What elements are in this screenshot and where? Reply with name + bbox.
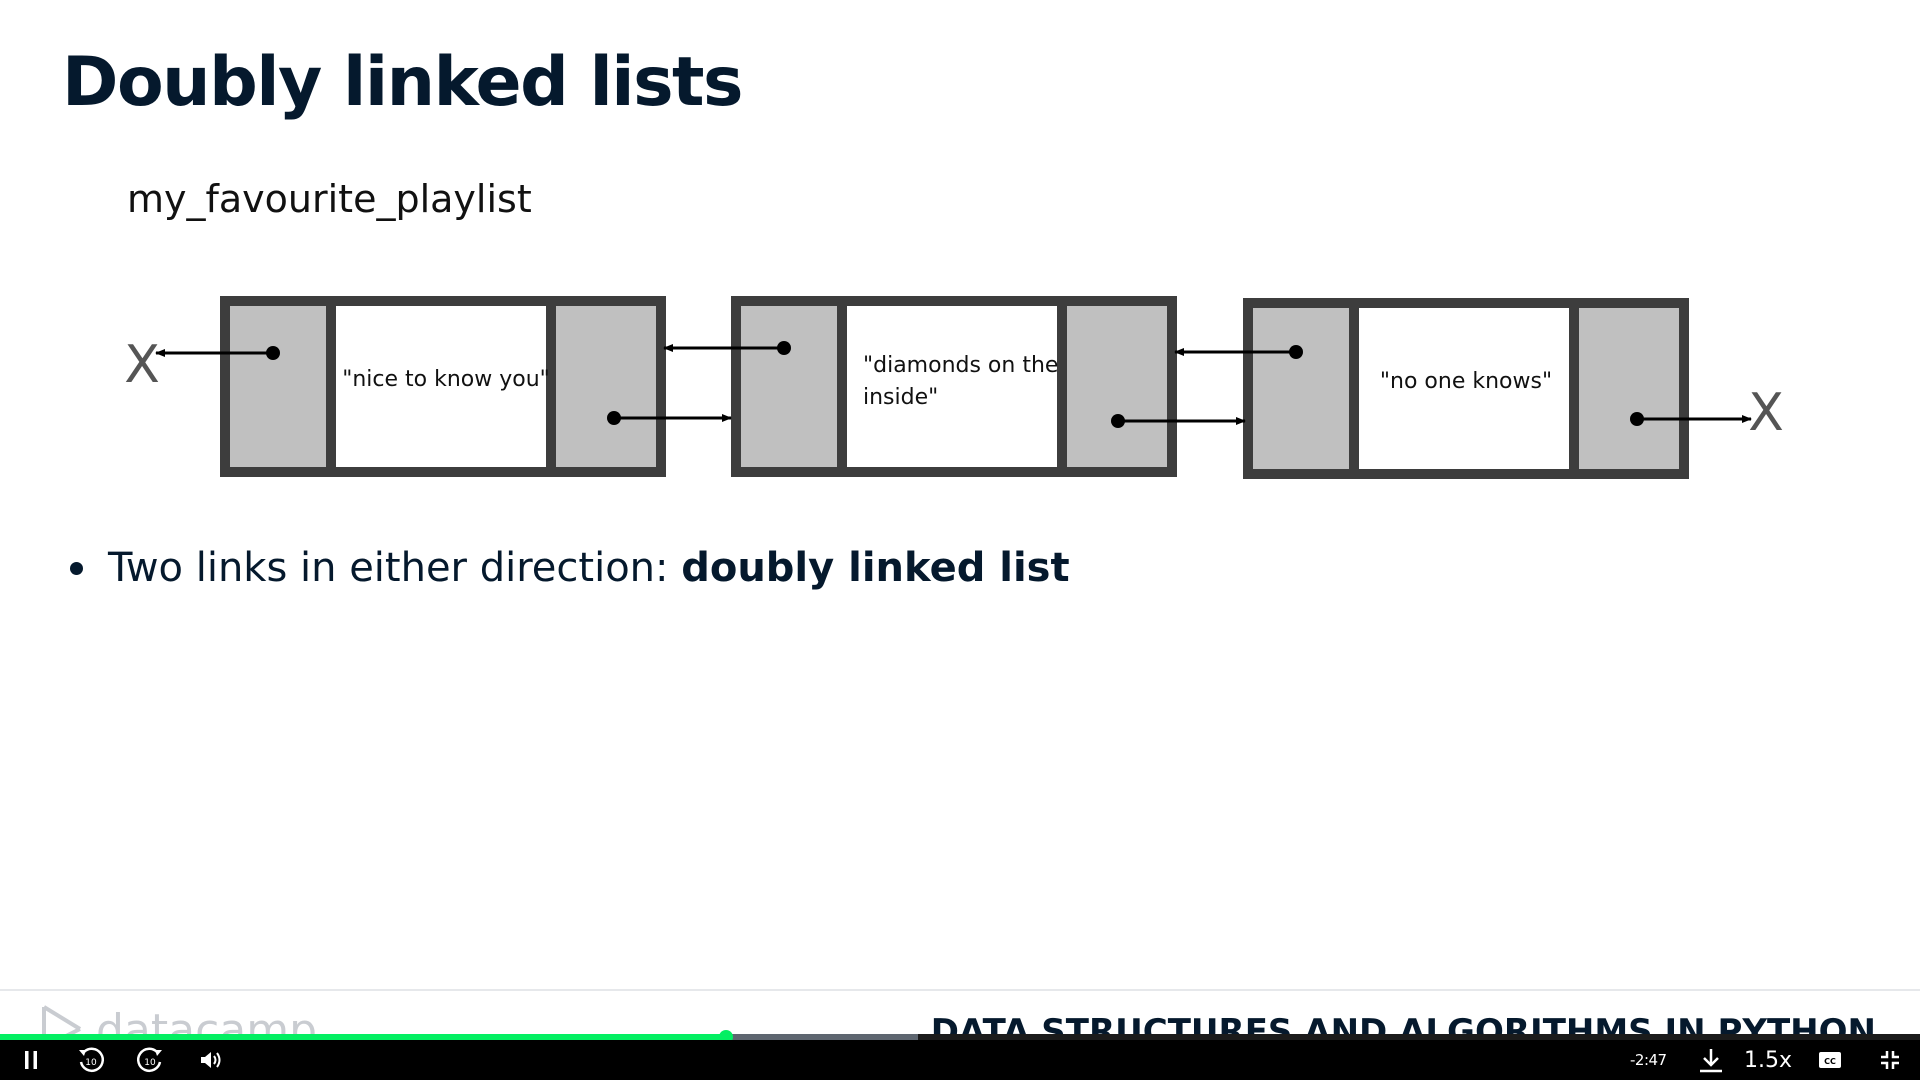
pause-icon xyxy=(25,1051,37,1069)
rewind-10-button[interactable]: 10 xyxy=(74,1040,108,1080)
playback-speed-label: 1.5x xyxy=(1744,1047,1793,1073)
exit-fullscreen-button[interactable] xyxy=(1876,1040,1904,1080)
node-2: "diamonds on the inside" xyxy=(731,296,1177,477)
video-controls-bar: 10 10 -2:47 1.5x CC xyxy=(0,1040,1920,1080)
doubly-linked-list-diagram: my_favourite_playlist "nice to know you"… xyxy=(124,177,1784,479)
volume-icon xyxy=(201,1052,221,1068)
node-1: "nice to know you" xyxy=(220,296,666,477)
bullet-bold-text: doubly linked list xyxy=(681,545,1070,591)
playback-speed-button[interactable]: 1.5x xyxy=(1744,1040,1792,1080)
download-icon xyxy=(1700,1049,1722,1073)
svg-text:CC: CC xyxy=(1824,1057,1836,1066)
datacamp-logo-text: datacamp xyxy=(96,1005,318,1039)
time-remaining: -2:47 xyxy=(1630,1051,1667,1069)
footer-divider xyxy=(0,989,1920,991)
exit-fullscreen-icon xyxy=(1881,1051,1899,1069)
slide-title: Doubly linked lists xyxy=(62,43,744,122)
bullet-text: Two links in either direction: xyxy=(108,545,682,591)
datacamp-logo: datacamp xyxy=(40,1003,317,1039)
bullet-dot xyxy=(70,562,83,575)
list-name-label: my_favourite_playlist xyxy=(127,177,532,221)
bullet-item: Two links in either direction: doubly li… xyxy=(68,540,1070,596)
node-2-value-line1: "diamonds on the xyxy=(863,353,1058,378)
pointer-arrows xyxy=(155,341,1752,428)
rewind-10-icon: 10 xyxy=(79,1047,105,1072)
captions-icon: CC xyxy=(1819,1052,1841,1068)
forward-10-icon: 10 xyxy=(136,1047,162,1072)
download-button[interactable] xyxy=(1696,1040,1726,1080)
node-3: "no one knows" xyxy=(1243,298,1689,479)
bullet-list: Two links in either direction: doubly li… xyxy=(68,540,1070,596)
captions-button[interactable]: CC xyxy=(1816,1040,1844,1080)
null-marker-right: X xyxy=(1748,383,1784,443)
node-1-value: "nice to know you" xyxy=(342,367,550,392)
forward-10-button[interactable]: 10 xyxy=(133,1040,167,1080)
null-marker-left: X xyxy=(124,335,160,395)
pause-button[interactable] xyxy=(16,1040,46,1080)
node-2-value-line2: inside" xyxy=(863,385,938,410)
svg-text:10: 10 xyxy=(85,1058,97,1068)
progress-played xyxy=(0,1034,726,1040)
svg-text:10: 10 xyxy=(144,1058,156,1068)
node-3-value: "no one knows" xyxy=(1380,369,1552,394)
volume-button[interactable] xyxy=(196,1040,226,1080)
